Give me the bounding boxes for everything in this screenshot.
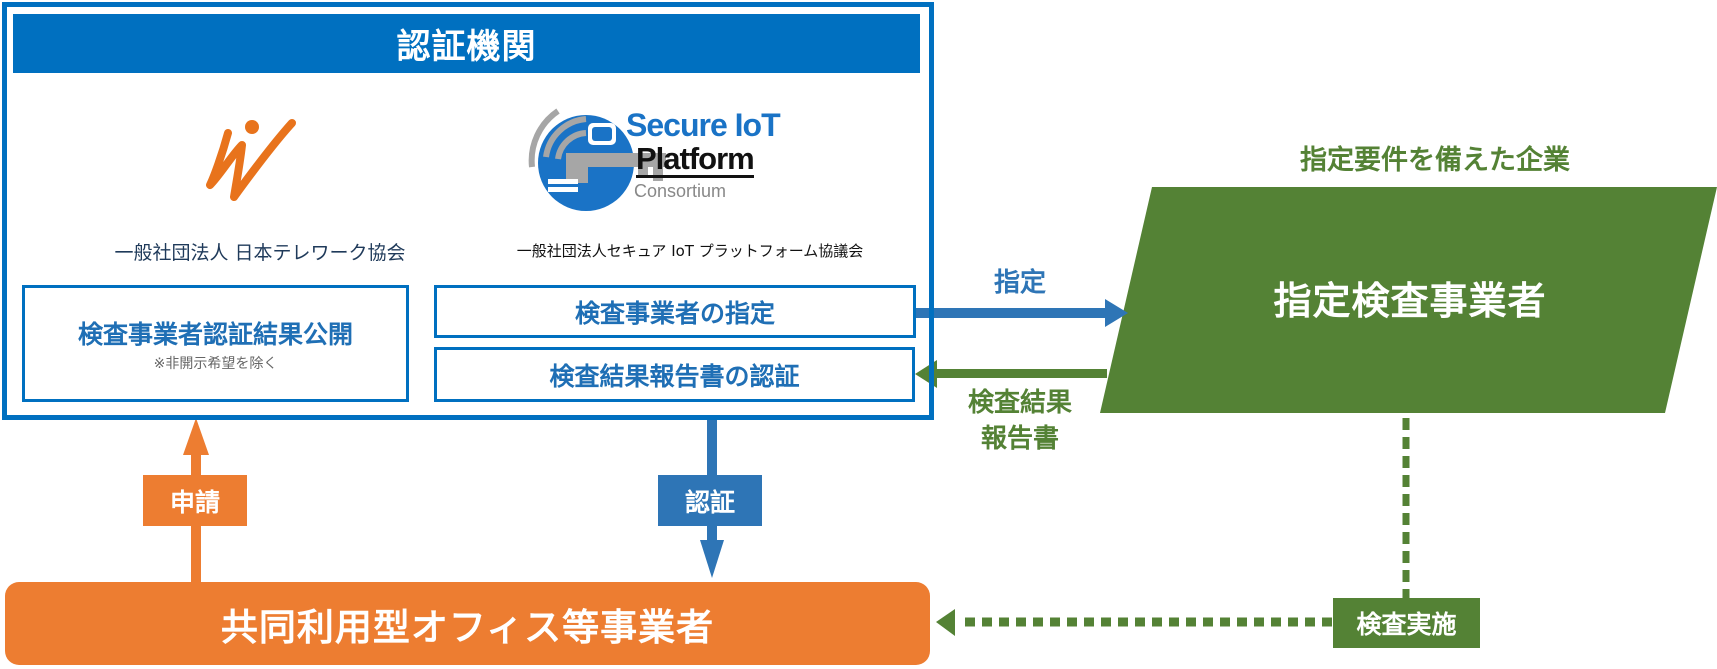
designate-arrow xyxy=(915,299,1128,327)
designate-edge-label: 指定 xyxy=(993,268,1046,298)
org1-name: 一般社団法人 日本テレワーク協会 xyxy=(114,242,406,264)
inspect-arrowhead xyxy=(936,609,955,636)
secure-iot-platform-consortium-logo: Secure IoT Platform Consortium xyxy=(528,105,788,215)
designate-inspector-label: 検査事業者の指定 xyxy=(574,298,775,328)
certification-body-title: 認証機関 xyxy=(13,14,920,73)
apply-tag: 申請 xyxy=(143,475,247,526)
shared-office-operator-box[interactable]: 共同利用型オフィス等事業者 xyxy=(5,582,930,665)
org2-name: 一般社団法人セキュア IoT プラットフォーム協議会 xyxy=(516,242,864,260)
certify-report-label: 検査結果報告書の認証 xyxy=(549,361,800,391)
report-edge-label: 検査結果 報告書 xyxy=(940,385,1100,457)
report-edge-label-line2: 報告書 xyxy=(980,424,1059,454)
certify-tag: 認証 xyxy=(658,475,762,526)
designated-inspector-shape[interactable] xyxy=(1100,187,1717,413)
publish-results-label: 検査事業者認証結果公開 xyxy=(77,319,353,349)
designated-inspector-caption: 指定要件を備えた企業 xyxy=(1300,145,1570,176)
report-edge-label-line1: 検査結果 xyxy=(967,388,1072,418)
certify-report-box[interactable]: 検査結果報告書の認証 xyxy=(434,347,915,402)
japan-telework-association-logo xyxy=(200,115,320,215)
certification-body-box xyxy=(2,2,934,420)
logo-text-consortium: Consortium xyxy=(634,181,727,201)
designated-inspector-label: 指定検査事業者 xyxy=(1273,279,1547,323)
inspect-tag: 検査実施 xyxy=(1333,598,1480,648)
publish-results-note: ※非開示希望を除く xyxy=(153,355,278,372)
publish-results-box[interactable]: 検査事業者認証結果公開 ※非開示希望を除く xyxy=(22,285,409,402)
designate-inspector-box[interactable]: 検査事業者の指定 xyxy=(434,285,916,338)
logo-text-platform: Platform xyxy=(636,141,755,178)
report-arrow xyxy=(915,360,1107,388)
logo-text-secure-iot: Secure IoT xyxy=(626,107,781,143)
